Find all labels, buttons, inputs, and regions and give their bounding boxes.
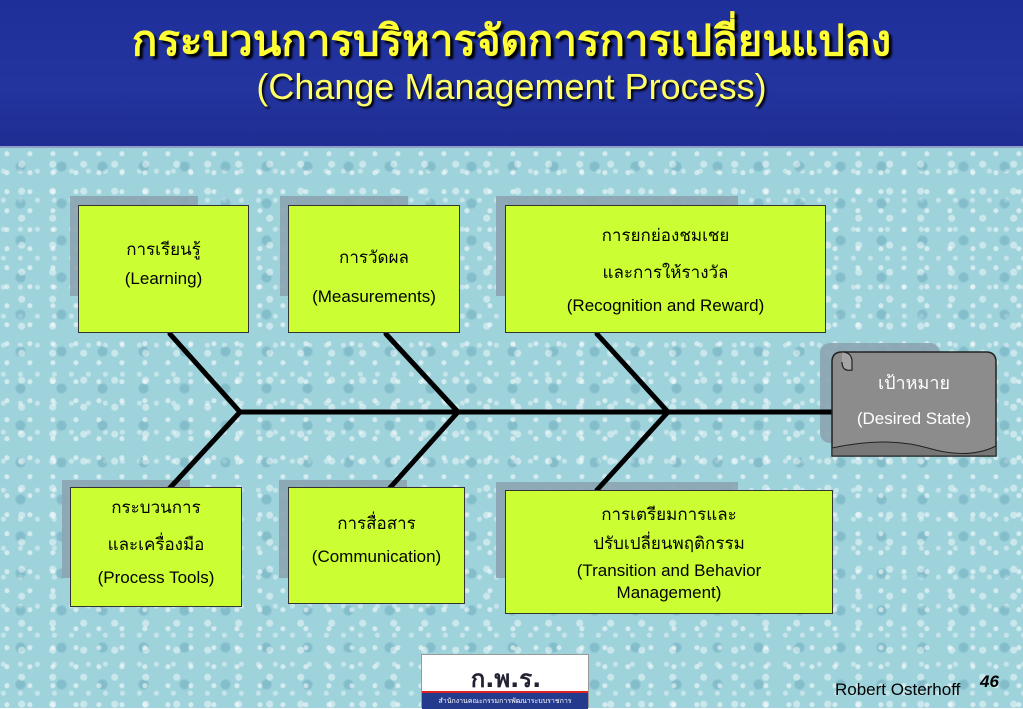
bone-transition [594, 409, 671, 493]
process-tools-english: (Process Tools) [97, 568, 215, 587]
box-communication: การสื่อสาร (Communication) [288, 487, 465, 604]
goal-english: (Desired State) [856, 409, 972, 428]
author-credit: Robert Osterhoff [835, 680, 961, 699]
title-english: (Change Management Process) [256, 66, 767, 107]
page-number: 46 [980, 672, 999, 691]
box-learning: การเรียนรู้ (Learning) [78, 205, 249, 333]
logo-main-text: ก.พ.ร. [470, 665, 542, 693]
bone-measurements [383, 331, 461, 415]
box-transition-behavior: การเตรียมการและ ปรับเปลี่ยนพฤติกรรม (Tra… [505, 490, 833, 614]
recognition-thai-2: และการให้รางวัล [602, 263, 729, 283]
recognition-english: (Recognition and Reward) [566, 296, 765, 315]
box-measurements: การวัดผล (Measurements) [288, 205, 460, 333]
logo-bar: สำนักงานคณะกรรมการพัฒนาระบบราชการ [422, 691, 588, 709]
bone-learning [167, 331, 243, 415]
title-thai: กระบวนการบริหารจัดการการเปลี่ยนแปลง [131, 16, 892, 65]
bone-communication [385, 409, 461, 493]
communication-english: (Communication) [311, 547, 442, 566]
measurements-english: (Measurements) [312, 287, 436, 306]
transition-thai-1: การเตรียมการและ [601, 505, 737, 525]
opdc-logo: ก.พ.ร. สำนักงานคณะกรรมการพัฒนาระบบราชการ [421, 654, 589, 709]
goal-desired-state: เป้าหมาย (Desired State) [828, 368, 1000, 429]
box-recognition-reward: การยกย่องชมเชย และการให้รางวัล (Recognit… [505, 205, 826, 333]
goal-thai: เป้าหมาย [877, 373, 951, 394]
logo-sub-text: สำนักงานคณะกรรมการพัฒนาระบบราชการ [438, 697, 572, 705]
title-bar: กระบวนการบริหารจัดการการเปลี่ยนแปลง (Cha… [0, 0, 1023, 148]
transition-english-1: (Transition and Behavior [576, 561, 762, 580]
bone-process-tools [165, 409, 243, 493]
box-process-tools: กระบวนการ และเครื่องมือ (Process Tools) [70, 487, 242, 607]
learning-english: (Learning) [124, 269, 203, 288]
measurements-thai: การวัดผล [339, 248, 409, 268]
recognition-thai-1: การยกย่องชมเชย [601, 226, 730, 246]
process-tools-thai-1: กระบวนการ [111, 498, 201, 518]
process-tools-thai-2: และเครื่องมือ [107, 535, 205, 555]
transition-english-2: Management) [616, 583, 722, 602]
communication-thai: การสื่อสาร [337, 514, 416, 534]
transition-thai-2: ปรับเปลี่ยนพฤติกรรม [593, 534, 745, 554]
goal-scroll-shape [831, 351, 997, 457]
learning-thai: การเรียนรู้ [126, 240, 201, 260]
bone-recognition [594, 331, 671, 415]
